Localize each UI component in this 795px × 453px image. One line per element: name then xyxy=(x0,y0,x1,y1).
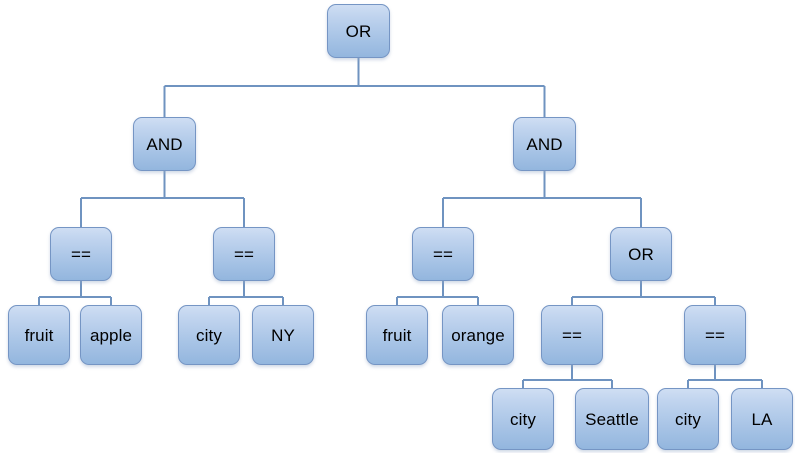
tree-node-label: fruit xyxy=(24,325,54,345)
tree-node-label: apple xyxy=(89,325,133,345)
tree-node-n6[interactable]: OR xyxy=(610,227,672,281)
tree-node-n18[interactable]: LA xyxy=(731,388,793,450)
tree-node-n11[interactable]: fruit xyxy=(366,305,428,365)
tree-node-n10[interactable]: NY xyxy=(252,305,314,365)
tree-node-n4[interactable]: == xyxy=(213,227,275,281)
tree-node-label: == xyxy=(561,325,583,345)
tree-node-n13[interactable]: == xyxy=(541,305,603,365)
tree-node-label: == xyxy=(704,325,726,345)
tree-node-label: Seattle xyxy=(585,409,639,429)
tree-node-label: AND xyxy=(526,134,563,154)
tree-node-n16[interactable]: Seattle xyxy=(575,388,649,450)
tree-node-n3[interactable]: == xyxy=(50,227,112,281)
tree-node-n5[interactable]: == xyxy=(412,227,474,281)
tree-node-label: orange xyxy=(451,325,505,345)
tree-node-n14[interactable]: == xyxy=(684,305,746,365)
tree-node-label: OR xyxy=(345,21,372,41)
tree-node-n12[interactable]: orange xyxy=(442,305,514,365)
tree-node-label: NY xyxy=(271,325,295,345)
tree-node-label: city xyxy=(510,409,536,429)
tree-node-label: LA xyxy=(751,409,773,429)
tree-node-label: == xyxy=(233,244,255,264)
tree-node-n1[interactable]: AND xyxy=(133,117,196,171)
tree-node-label: city xyxy=(675,409,701,429)
tree-node-label: city xyxy=(196,325,222,345)
tree-node-n8[interactable]: apple xyxy=(80,305,142,365)
tree-node-label: fruit xyxy=(382,325,412,345)
tree-node-label: == xyxy=(70,244,92,264)
tree-node-label: AND xyxy=(146,134,183,154)
tree-node-label: == xyxy=(432,244,454,264)
tree-node-n9[interactable]: city xyxy=(178,305,240,365)
tree-node-n0[interactable]: OR xyxy=(327,4,390,58)
tree-node-n2[interactable]: AND xyxy=(513,117,576,171)
tree-node-n7[interactable]: fruit xyxy=(8,305,70,365)
tree-node-n15[interactable]: city xyxy=(492,388,554,450)
tree-node-n17[interactable]: city xyxy=(657,388,719,450)
tree-node-label: OR xyxy=(628,244,654,264)
